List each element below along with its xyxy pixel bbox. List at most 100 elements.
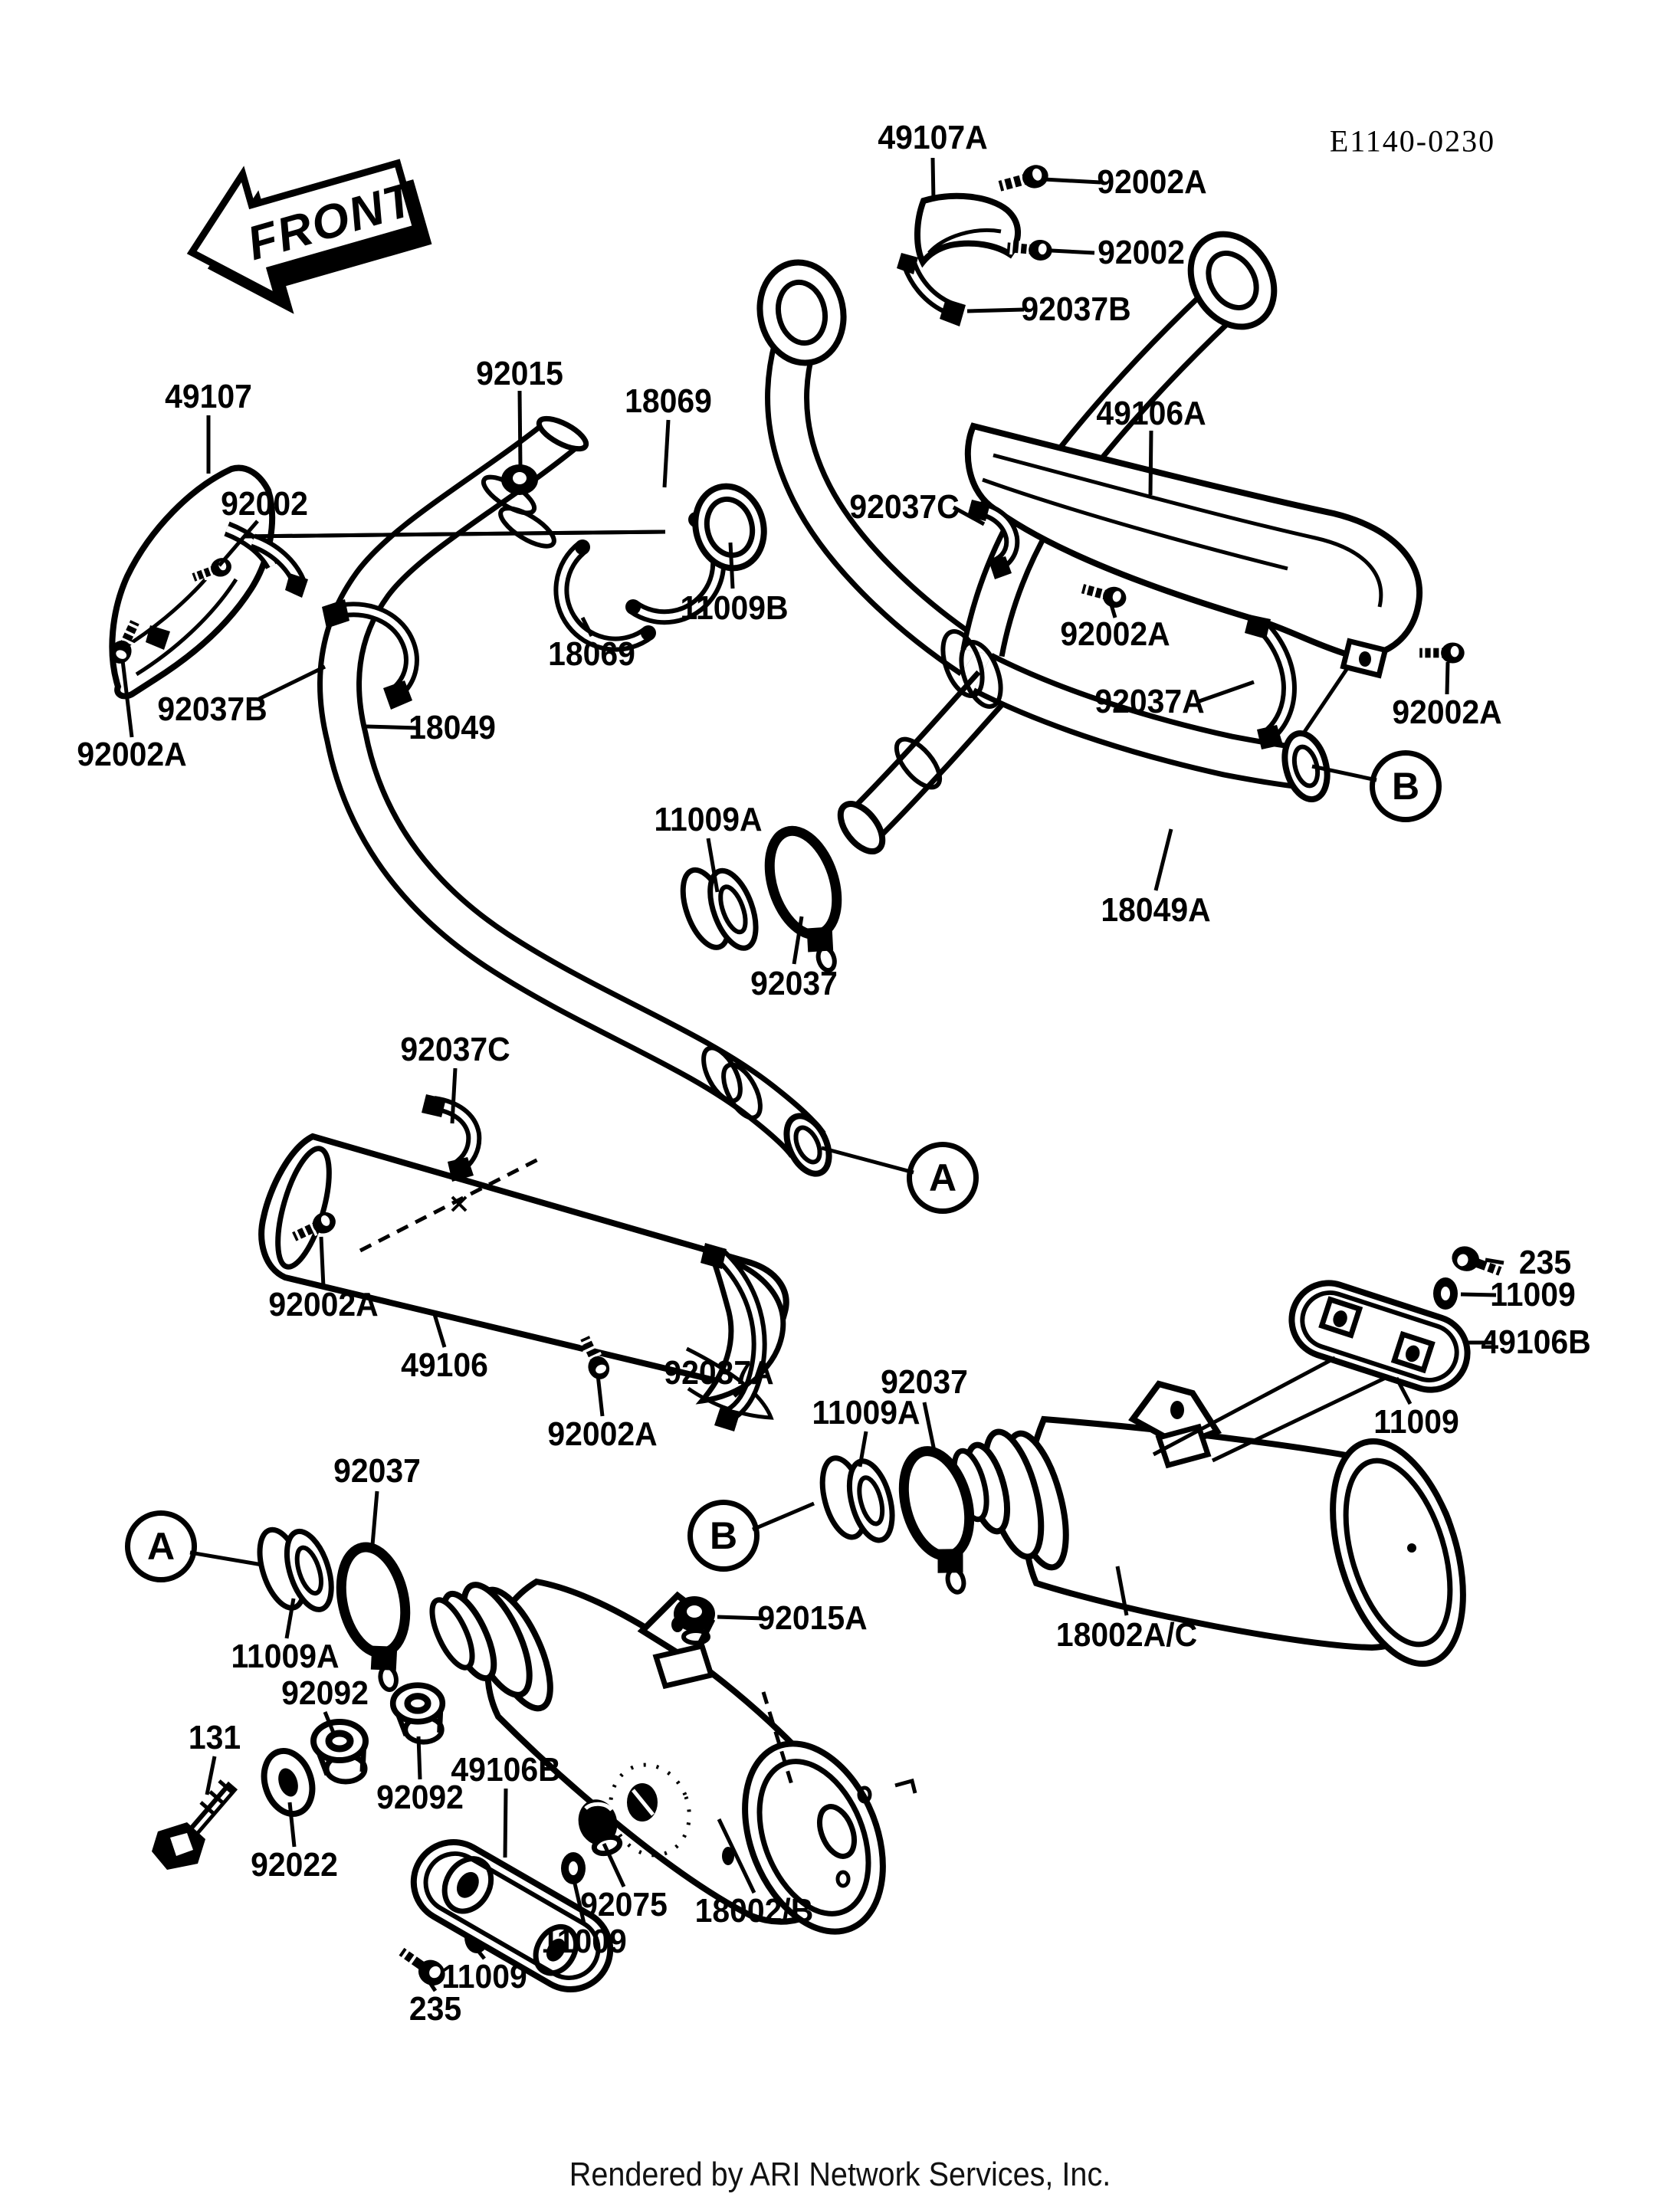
part-label-49107: 49107 — [165, 378, 252, 415]
leader-line — [258, 664, 326, 701]
part-label-11009: 11009 — [1373, 1403, 1459, 1441]
leader-line — [821, 1146, 914, 1175]
cover-clamp-92037b-left — [322, 599, 419, 710]
leader-line — [366, 724, 418, 730]
pipe-cover-49107 — [109, 464, 308, 700]
part-label-11009a: 11009A — [231, 1638, 340, 1675]
leader-line — [728, 542, 735, 589]
part-label-92015: 92015 — [476, 355, 563, 392]
part-label-92075: 92075 — [580, 1886, 668, 1923]
leader-line — [662, 419, 671, 488]
part-label-92037c: 92037C — [400, 1031, 510, 1068]
part-label-92002a: 92002A — [547, 1415, 658, 1453]
match-marker-b: B — [687, 1500, 760, 1572]
leader-line — [752, 1501, 815, 1532]
leader-line — [243, 530, 666, 539]
part-label-92037a: 92037A — [664, 1354, 774, 1392]
part-label-11009b: 11009B — [680, 589, 789, 627]
part-label-92002a: 92002A — [1392, 694, 1502, 731]
part-label-49106a: 49106A — [1096, 395, 1206, 432]
leader-line — [733, 1369, 766, 1398]
leader-line — [370, 1490, 379, 1546]
leader-line — [1460, 1292, 1497, 1297]
leader-line — [120, 660, 134, 738]
leader-line — [966, 307, 1025, 313]
leader-line — [477, 1949, 486, 1960]
leader-line — [952, 505, 986, 526]
leader-line — [922, 1402, 937, 1455]
leader-line — [284, 1598, 296, 1639]
cover-clamp-92037a-right — [1245, 615, 1297, 749]
leader-line — [717, 1818, 756, 1894]
leader-line — [1311, 764, 1377, 782]
part-label-92002: 92002 — [1098, 234, 1185, 271]
dashed-line — [761, 1691, 795, 1788]
part-label-92037: 92037 — [750, 965, 838, 1002]
leader-line — [431, 1311, 447, 1348]
leader-line — [1211, 1374, 1390, 1463]
part-label-92002a: 92002A — [268, 1286, 379, 1323]
leader-line — [323, 1711, 337, 1737]
part-label-92015a: 92015A — [757, 1599, 868, 1637]
bracket-49106b-bottom — [410, 1839, 614, 1992]
match-marker-b: B — [1370, 750, 1442, 822]
leader-line — [1394, 1376, 1413, 1405]
muffler-body-18002ac — [951, 1380, 1466, 1667]
part-label-92037b: 92037B — [157, 690, 267, 728]
pipe-clamp-18069-set — [501, 464, 767, 652]
leader-line — [1301, 667, 1350, 736]
match-marker-a: A — [125, 1510, 197, 1582]
leader-line — [189, 1550, 263, 1567]
part-label-49107a: 49107A — [878, 119, 988, 156]
leader-line — [1152, 1356, 1337, 1457]
part-label-92092: 92092 — [281, 1674, 369, 1712]
part-label-92037c: 92037C — [849, 488, 960, 526]
bolt-131 — [152, 1779, 238, 1870]
exhaust-pipe-18049a-collector — [756, 231, 1331, 854]
bracket-49106b-right — [1288, 1280, 1471, 1393]
leader-line — [416, 1736, 422, 1780]
leader-line — [1051, 248, 1095, 255]
leader-line — [319, 1236, 326, 1288]
front-direction-tag: FRONT — [186, 159, 432, 314]
leader-line — [596, 1374, 605, 1417]
part-label-92002: 92002 — [221, 485, 308, 523]
part-label-92092: 92092 — [376, 1779, 464, 1816]
part-label-11009: 11009 — [541, 1923, 627, 1960]
part-label-92037: 92037 — [881, 1363, 968, 1401]
match-marker-a: A — [907, 1142, 979, 1214]
part-label-92002a: 92002A — [1097, 163, 1207, 201]
leader-line — [706, 838, 720, 893]
leader-line — [930, 157, 936, 202]
part-label-92037b: 92037B — [1021, 290, 1131, 328]
pipe-cover-49107a — [897, 192, 1022, 326]
part-label-18049a: 18049A — [1101, 891, 1211, 929]
part-label-18069: 18069 — [625, 382, 712, 420]
cover-clamp-92037c-mid — [422, 1094, 482, 1182]
leader-line — [1115, 1566, 1129, 1616]
exhaust-flange — [1187, 231, 1278, 330]
leader-line — [218, 520, 259, 567]
part-label-49106: 49106 — [401, 1346, 488, 1384]
part-label-18002a/c: 18002A/C — [1055, 1616, 1198, 1654]
leader-line — [1153, 828, 1173, 891]
render-credit: Rendered by ARI Network Services, Inc. — [569, 2156, 1111, 2193]
leader-line — [427, 1980, 438, 1992]
leader-line — [450, 1067, 458, 1124]
part-label-131: 131 — [188, 1719, 241, 1756]
part-label-92002a: 92002A — [1060, 615, 1170, 653]
exhaust-pipe-18049 — [340, 413, 832, 1177]
leader-line — [573, 1883, 586, 1924]
part-label-18002/b: 18002/B — [694, 1892, 814, 1930]
part-label-11009: 11009 — [441, 1958, 527, 1995]
cover-clamp-92037a-lower — [701, 1243, 767, 1431]
leader-line — [287, 1802, 297, 1848]
leader-line — [792, 916, 804, 965]
dashed-line — [359, 1156, 541, 1253]
screw-235-right — [1452, 1246, 1502, 1277]
part-label-e1140-0230: E1140-0230 — [1329, 123, 1496, 159]
part-label-11009a: 11009A — [812, 1394, 920, 1431]
